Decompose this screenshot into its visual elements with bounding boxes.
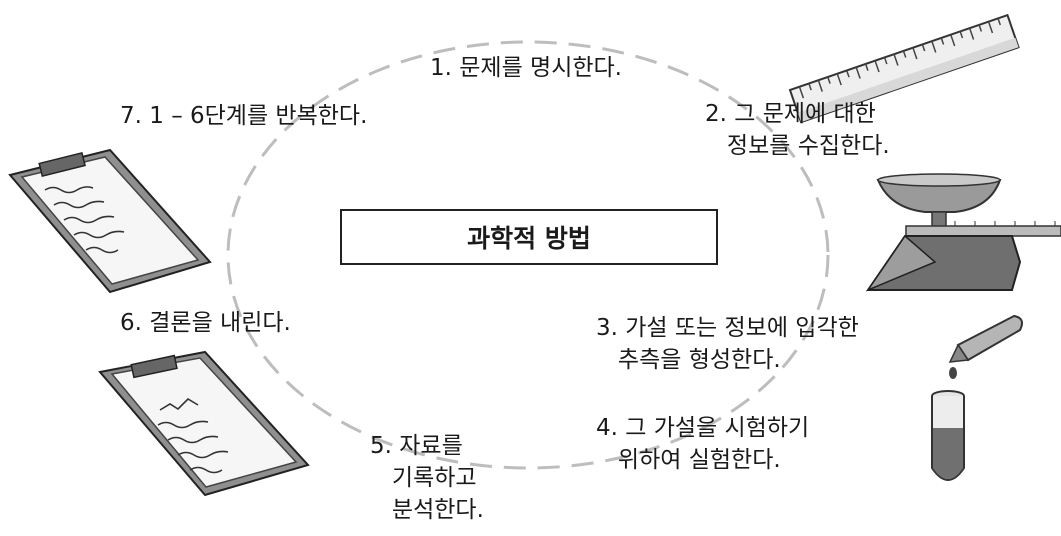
center-title-box: 과학적 방법 <box>340 209 718 265</box>
step-7-label: 7. 1 – 6단계를 반복한다. <box>120 103 368 129</box>
ruler-icon <box>788 13 1020 124</box>
step-2-label: 2. 그 문제에 대한 정보를 수집한다. <box>705 101 890 159</box>
clipboard-notes-icon <box>8 148 212 294</box>
diagram-title: 과학적 방법 <box>467 224 591 253</box>
balance-scale-icon <box>865 173 1061 292</box>
step-6-label: 6. 결론을 내린다. <box>120 310 291 336</box>
step-4-label: 4. 그 가설을 시험하기 위하여 실험한다. <box>596 415 810 473</box>
step-1-label: 1. 문제를 명시한다. <box>430 55 622 81</box>
step-3-label: 3. 가설 또는 정보에 입각한 추측을 형성한다. <box>596 315 859 373</box>
step-5-label: 5. 자료를 기록하고 분석한다. <box>370 433 484 523</box>
dropper-icon <box>948 314 1023 379</box>
cycle-ellipse <box>226 40 830 470</box>
test-tube-icon <box>931 390 965 481</box>
clipboard-graph-icon <box>98 350 310 497</box>
